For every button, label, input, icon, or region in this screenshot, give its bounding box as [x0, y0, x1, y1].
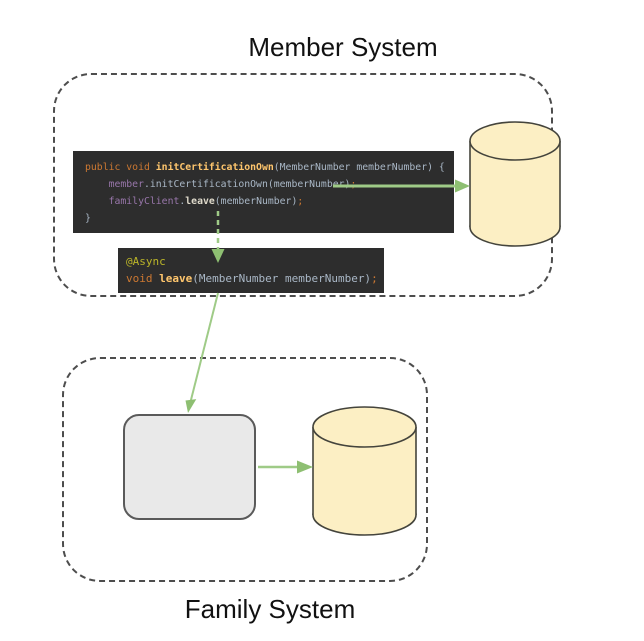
code-line: } [85, 213, 91, 224]
family-system-boundary [62, 357, 428, 582]
code-line: void leave(MemberNumber memberNumber); [126, 272, 378, 285]
family-service-node [123, 414, 256, 520]
family-system-title: Family System [184, 594, 356, 624]
code-line: @Async [126, 255, 166, 268]
code-line: familyClient.leave(memberNumber); [108, 196, 304, 207]
member-system-title: Member System [248, 32, 438, 62]
code-line: member.initCertificationOwn(memberNumber… [108, 179, 357, 190]
async-leave-code-block: @Async void leave(MemberNumber memberNumb… [118, 248, 384, 293]
init-certification-code-block: public void initCertificationOwn(MemberN… [73, 151, 454, 233]
code-line: public void initCertificationOwn(MemberN… [85, 162, 445, 173]
